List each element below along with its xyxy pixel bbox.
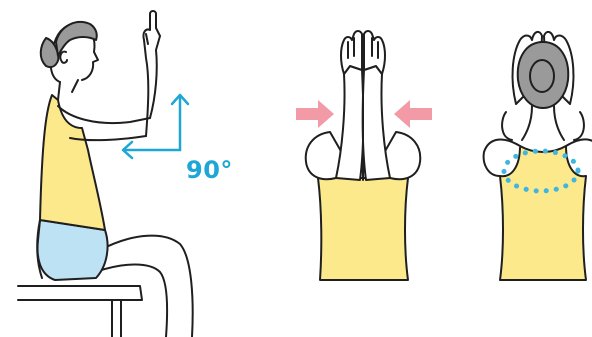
squeeze-arrow-right-icon (296, 100, 334, 128)
angle-indicator (123, 95, 188, 158)
tank-top (318, 178, 408, 280)
bench (18, 286, 142, 337)
back-view-figure (484, 32, 592, 280)
squeeze-arrow-left-icon (394, 100, 432, 128)
angle-label: 90° (186, 158, 233, 182)
seated-side-figure (18, 11, 193, 337)
front-view-figure (306, 31, 421, 280)
tank-top (500, 146, 586, 280)
hair-bun (530, 60, 554, 92)
hair (56, 22, 97, 56)
